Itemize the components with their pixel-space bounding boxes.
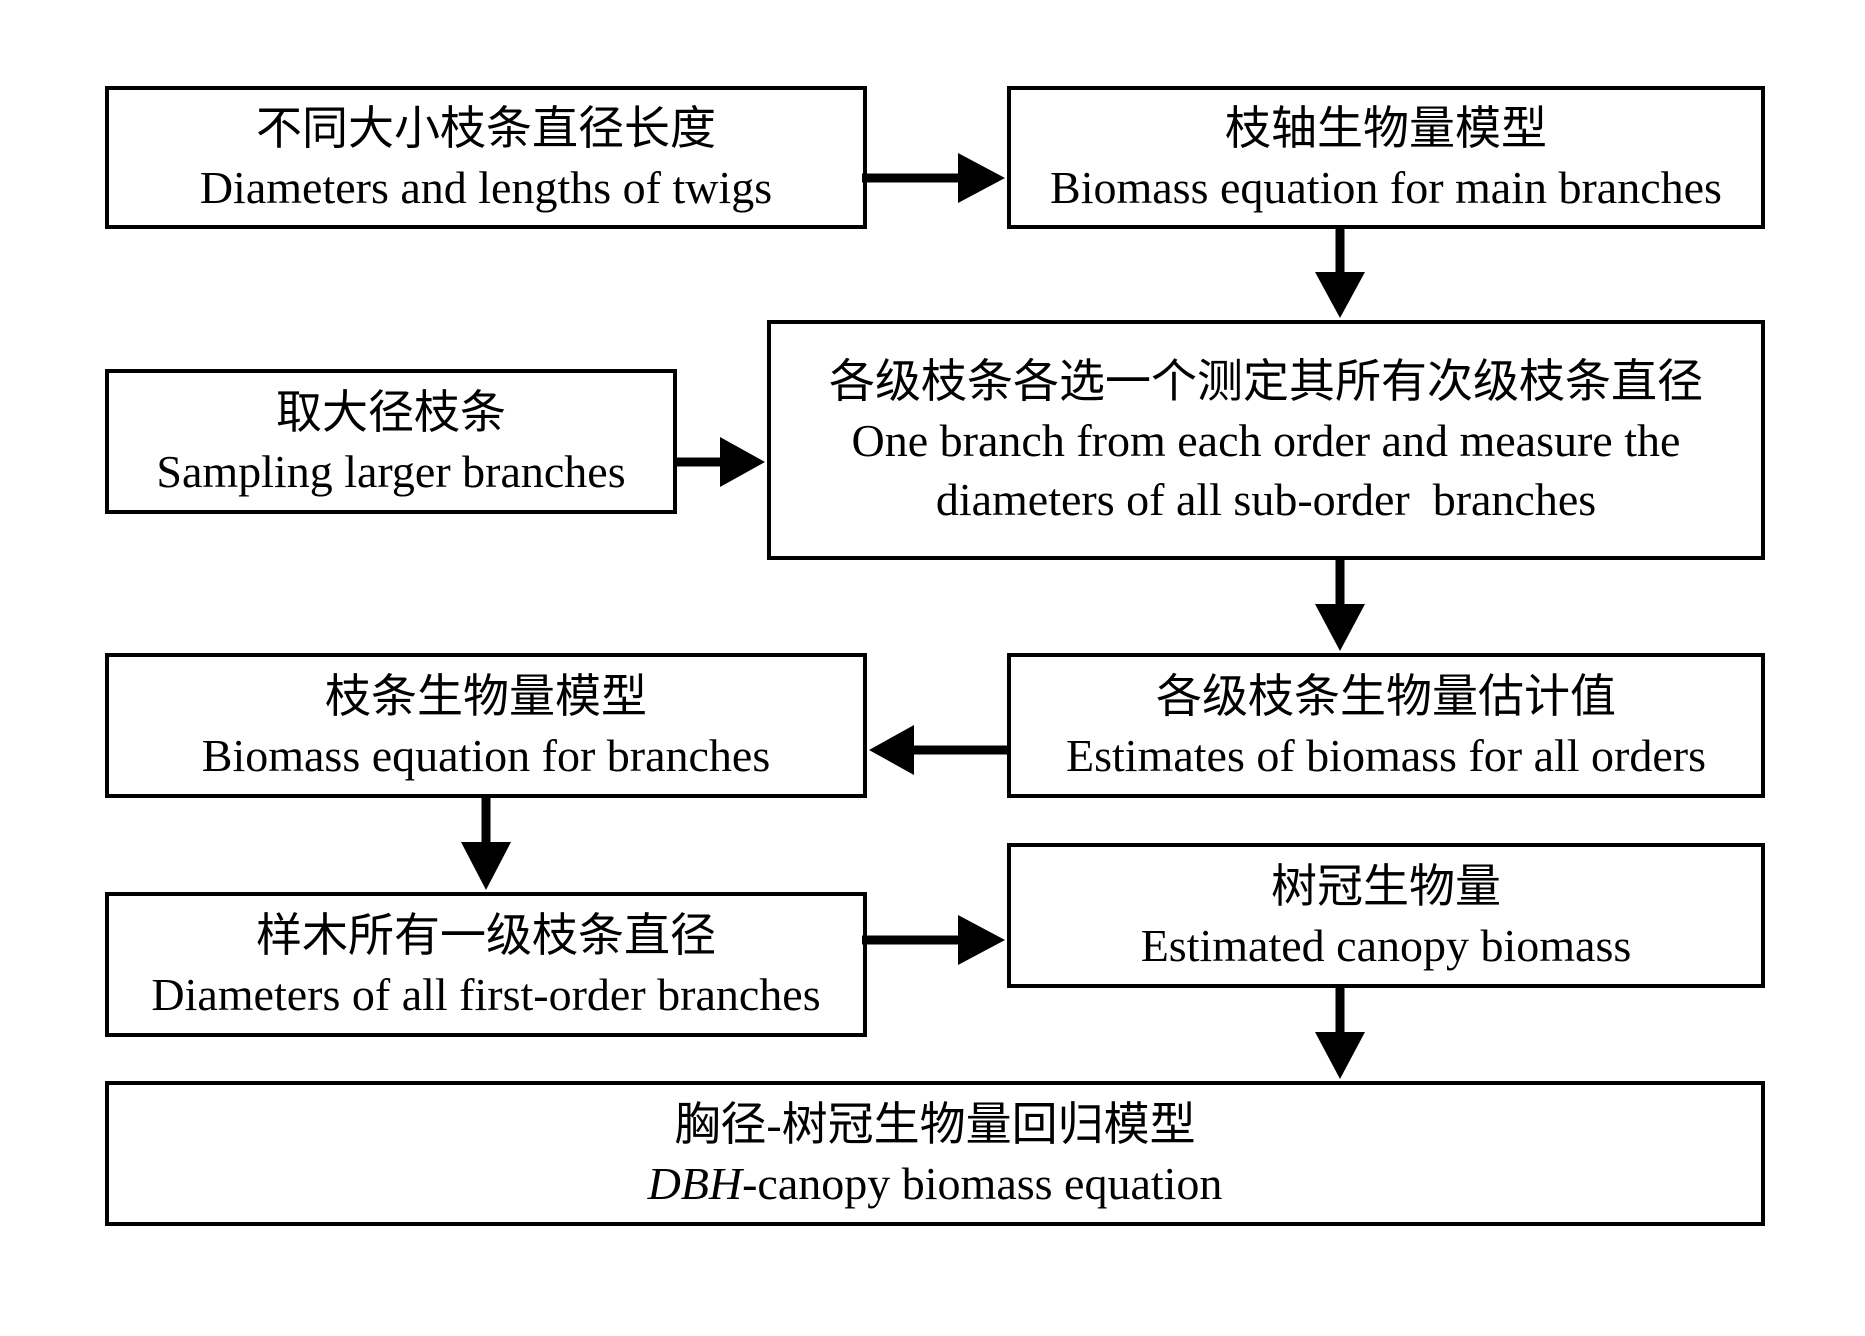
node-dbh-model-en: DBH-canopy biomass equation [648, 1154, 1223, 1213]
node-twigs-en: Diameters and lengths of twigs [199, 161, 773, 213]
node-branch-model: 枝条生物量模型 Biomass equation for branches [105, 653, 867, 798]
arrow-suborder-to-order-estimates [1315, 557, 1365, 651]
node-canopy-biomass-en: Estimated canopy biomass [1140, 919, 1632, 971]
arrow-large-branches-to-suborder [673, 437, 765, 487]
node-suborder-measure-en-2: diameters of all sub-order branches [935, 473, 1597, 525]
node-twigs: 不同大小枝条直径长度 Diameters and lengths of twig… [105, 86, 867, 229]
arrow-main-branch-model-to-suborder [1315, 226, 1365, 318]
node-canopy-biomass: 树冠生物量 Estimated canopy biomass [1007, 843, 1765, 988]
dbh-model-en-rest: -canopy biomass equation [742, 1157, 1223, 1209]
node-main-branch-model-zh: 枝轴生物量模型 [1225, 102, 1547, 154]
node-first-order-en: Diameters of all first-order branches [151, 968, 821, 1020]
arrow-order-estimates-to-branch-model [869, 725, 1010, 775]
node-twigs-zh: 不同大小枝条直径长度 [256, 102, 716, 154]
node-suborder-measure: 各级枝条各选一个测定其所有次级枝条直径 One branch from each… [767, 320, 1765, 560]
node-first-order: 样木所有一级枝条直径 Diameters of all first-order … [105, 892, 867, 1037]
arrow-twigs-to-main-branch-model [862, 153, 1005, 203]
node-first-order-zh: 样木所有一级枝条直径 [256, 909, 716, 961]
node-order-estimates-zh: 各级枝条生物量估计值 [1156, 670, 1616, 722]
arrow-branch-model-to-first-order [461, 795, 511, 890]
node-dbh-model: 胸径-树冠生物量回归模型 DBH-canopy biomass equation [105, 1081, 1765, 1226]
node-main-branch-model: 枝轴生物量模型 Biomass equation for main branch… [1007, 86, 1765, 229]
node-large-branches-en: Sampling larger branches [156, 445, 626, 497]
node-large-branches: 取大径枝条 Sampling larger branches [105, 369, 677, 514]
arrow-canopy-biomass-to-dbh-model [1315, 985, 1365, 1079]
node-order-estimates: 各级枝条生物量估计值 Estimates of biomass for all … [1007, 653, 1765, 798]
node-dbh-model-zh: 胸径-树冠生物量回归模型 [674, 1098, 1196, 1150]
node-branch-model-en: Biomass equation for branches [201, 729, 771, 781]
node-canopy-biomass-zh: 树冠生物量 [1271, 860, 1501, 912]
dbh-abbreviation: DBH [647, 1157, 743, 1209]
node-suborder-measure-zh: 各级枝条各选一个测定其所有次级枝条直径 [829, 355, 1703, 407]
arrow-first-order-to-canopy-biomass [862, 915, 1005, 965]
node-suborder-measure-en-1: One branch from each order and measure t… [851, 414, 1681, 466]
node-branch-model-zh: 枝条生物量模型 [325, 670, 647, 722]
node-main-branch-model-en: Biomass equation for main branches [1050, 161, 1722, 213]
node-large-branches-zh: 取大径枝条 [276, 386, 506, 438]
node-order-estimates-en: Estimates of biomass for all orders [1065, 729, 1707, 781]
